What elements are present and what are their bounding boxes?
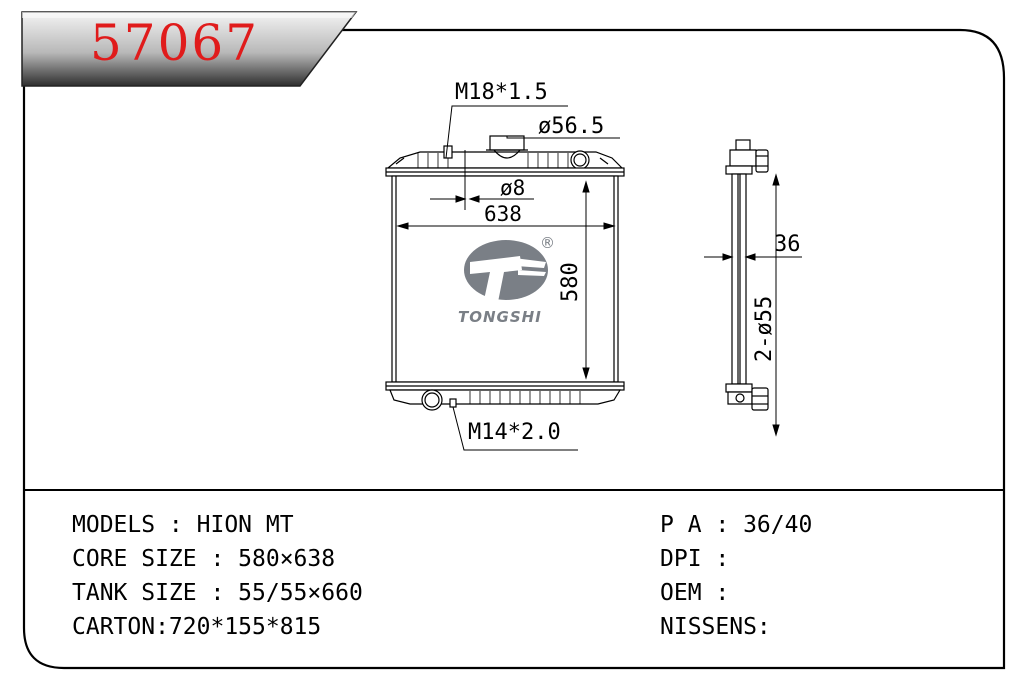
top-thread-label: M18*1.5: [455, 80, 548, 105]
core-width-label: 638: [484, 202, 522, 226]
spec-nissens: NISSENS:: [660, 614, 771, 640]
spec-models: MODELS : HION MT: [72, 512, 294, 538]
cap-diameter-label: ø56.5: [538, 114, 605, 139]
radiator-front-view: [385, 135, 625, 411]
spec-pa: P A : 36/40: [660, 512, 813, 538]
spec-carton: CARTON:720*155*815: [72, 614, 322, 640]
spec-core-size: CORE SIZE : 580×638: [72, 546, 336, 572]
inlet-outlet-label: 2-ø55: [752, 295, 777, 362]
front-dimension-lines: [396, 105, 620, 451]
spec-oem: OEM :: [660, 580, 730, 606]
core-depth-label: 36: [774, 232, 801, 257]
side-dimension-lines: [704, 173, 802, 437]
brand-name: TONGSHI: [458, 308, 542, 326]
outer-frame: [22, 28, 1006, 670]
part-number-title: 57067: [90, 14, 260, 72]
pipe-diameter-label: ø8: [500, 176, 526, 200]
spec-dpi: DPI :: [660, 546, 730, 572]
registered-mark: ®: [540, 234, 555, 252]
core-height-label: 580: [558, 262, 583, 302]
tongshi-logo-icon: [464, 240, 548, 302]
radiator-side-view: [725, 139, 769, 411]
spec-tank-size: TANK SIZE : 55/55×660: [72, 580, 363, 606]
bottom-thread-label: M14*2.0: [468, 420, 561, 445]
